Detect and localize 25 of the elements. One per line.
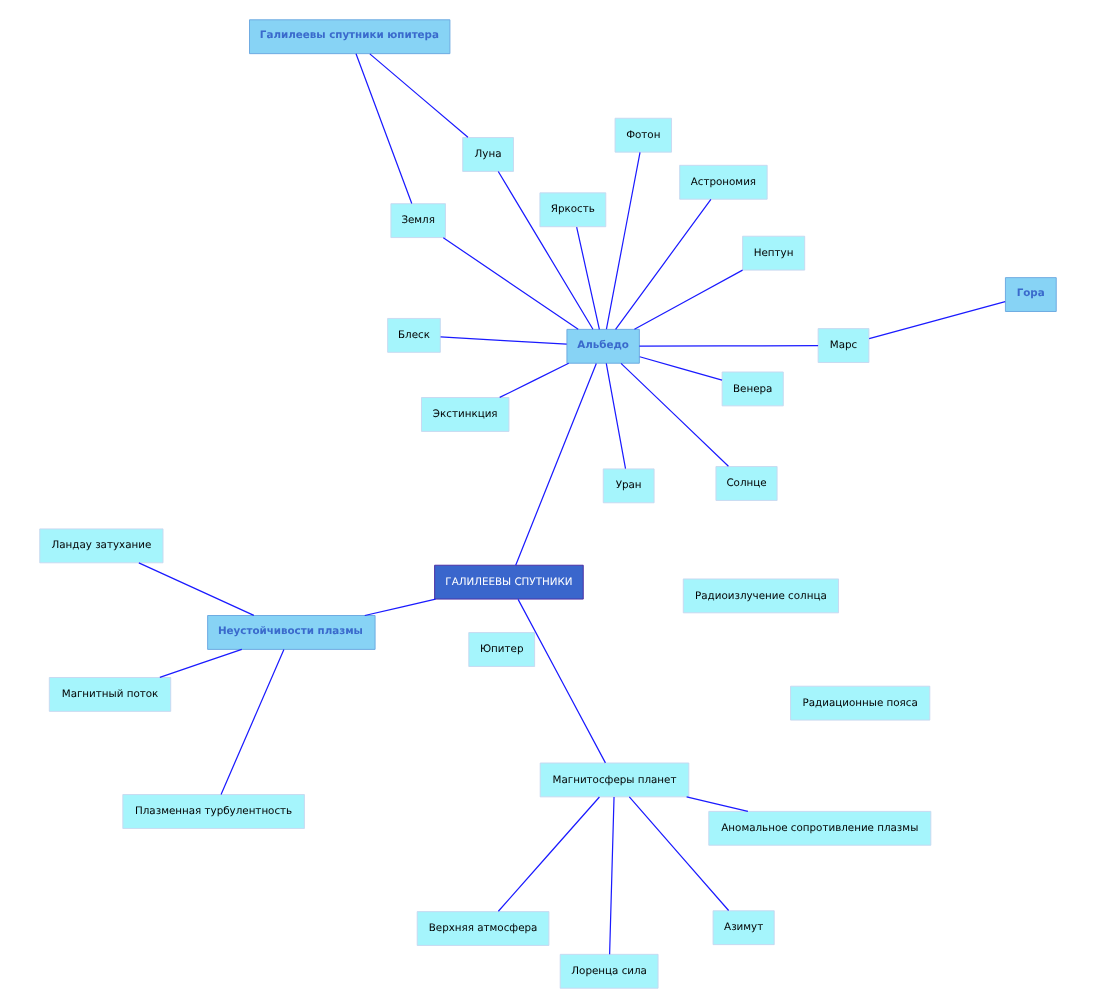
connector — [867, 300, 1005, 340]
connector — [158, 648, 242, 678]
connector — [613, 198, 711, 330]
connector — [219, 649, 284, 795]
connector — [498, 362, 569, 399]
connector — [637, 345, 818, 347]
connector — [354, 53, 412, 205]
connector — [496, 170, 593, 330]
connector — [608, 796, 614, 955]
connector — [363, 598, 436, 617]
connector — [368, 53, 468, 138]
connector — [604, 362, 626, 470]
connector — [627, 796, 729, 912]
connector — [137, 562, 254, 616]
connector — [441, 237, 578, 330]
connector — [514, 362, 596, 566]
connector — [685, 796, 748, 812]
connector — [496, 796, 600, 912]
connector — [638, 356, 722, 381]
connector — [575, 226, 599, 330]
connector — [632, 269, 743, 330]
connector — [438, 336, 567, 345]
connector — [516, 598, 606, 764]
connector — [604, 151, 640, 330]
connector — [619, 362, 729, 467]
